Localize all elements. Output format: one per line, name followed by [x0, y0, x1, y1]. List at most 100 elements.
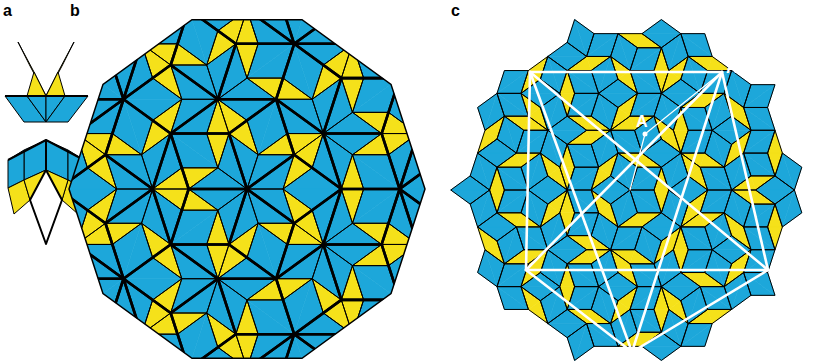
thin-rhombus	[36, 78, 65, 112]
tile-edge	[418, 134, 454, 155]
parent-tile-edge	[341, 300, 399, 334]
tile-edge	[400, 279, 429, 313]
tile-edge	[229, 0, 258, 10]
tile-edge	[418, 134, 447, 168]
tile-edge	[630, 190, 661, 213]
parent-tile-edge	[58, 155, 152, 189]
thin-rhombus	[76, 313, 112, 334]
tile-edge	[294, 134, 323, 168]
tile-edge	[744, 153, 775, 176]
fat-rhombus	[681, 227, 712, 250]
tile-edge	[171, 210, 218, 244]
tile-edge	[47, 44, 76, 99]
tile-edge	[142, 44, 171, 78]
tile-edge	[47, 334, 105, 355]
parent-tile-edge	[171, 0, 247, 10]
tile-edge	[560, 144, 575, 167]
tile-edge	[681, 56, 700, 93]
tile-edge	[630, 71, 661, 94]
fat-rhombus	[47, 44, 76, 99]
tile-edge	[567, 71, 598, 94]
tile-edge	[352, 266, 399, 300]
tile-edge	[218, 78, 276, 99]
tile-edge	[47, 99, 76, 133]
tile-edge	[599, 93, 638, 107]
thin-rhombus	[47, 99, 76, 133]
tile-edge	[283, 168, 341, 189]
fat-rhombus	[389, 313, 447, 334]
tile-edge	[587, 56, 611, 70]
tile-edge	[681, 34, 712, 57]
fat-rhombus	[312, 0, 341, 10]
parent-tile-edge	[341, 44, 399, 78]
thin-rhombus	[618, 264, 637, 287]
tile-edge	[58, 134, 87, 189]
thin-rhombus	[65, 65, 87, 99]
tile-edge	[341, 0, 363, 10]
thin-rhombus	[618, 93, 637, 116]
tile-edge	[18, 78, 47, 133]
tile-edge	[504, 116, 523, 153]
parent-tile-edge	[294, 0, 341, 44]
thin-rhombus	[65, 279, 87, 313]
tile-edge	[700, 273, 724, 287]
tile-edge	[521, 153, 540, 190]
tile-edge	[418, 244, 465, 278]
tile-edge	[567, 20, 586, 57]
fat-rhombus	[744, 107, 775, 130]
tile-edge	[567, 93, 598, 116]
fat-rhombus	[36, 279, 65, 334]
tile-edge	[591, 287, 610, 324]
tile-edge	[661, 287, 700, 301]
tile-edge	[521, 190, 540, 227]
tile-edge	[560, 264, 575, 287]
fat-rhombus	[76, 355, 123, 364]
tile-edge	[567, 264, 598, 287]
tile-edge	[218, 258, 276, 279]
tile-edge	[599, 56, 618, 93]
tile-edge	[341, 334, 363, 364]
tile-edge	[76, 355, 123, 364]
fat-rhombus	[218, 99, 276, 120]
tile-edge	[560, 71, 575, 94]
parent-tile-edge	[294, 334, 341, 364]
guide-line	[530, 72, 632, 352]
tile-edge	[548, 287, 567, 324]
tile-edge	[478, 93, 497, 130]
tile-edge	[142, 0, 171, 10]
tile-edge	[548, 324, 587, 338]
fat-rhombus	[18, 134, 76, 155]
tile-edge	[497, 167, 528, 190]
tile-edge	[171, 134, 218, 168]
fat-rhombus	[661, 79, 700, 93]
guide-line	[722, 72, 768, 270]
tile-edge	[247, 0, 276, 10]
tile-edge	[782, 190, 801, 227]
fat-rhombus	[400, 168, 458, 189]
tile-edge	[47, 313, 105, 334]
tile-edge	[218, 279, 276, 300]
tile-edge	[567, 250, 591, 264]
tile-edge	[744, 107, 775, 130]
thin-rhombus	[567, 250, 591, 264]
fat-rhombus	[681, 324, 712, 347]
guide-line	[526, 72, 722, 270]
tile-edge	[548, 56, 587, 70]
tile-edge	[567, 93, 598, 116]
parent-tile-edge	[171, 99, 229, 133]
tile-edge	[497, 227, 516, 264]
guide-line	[526, 72, 530, 270]
tile-edge	[732, 190, 751, 227]
parent-tile-edge	[171, 10, 218, 100]
tile-edge	[112, 0, 141, 44]
tile-edge	[497, 167, 528, 190]
tile-edge	[504, 116, 528, 130]
fat-rhombus	[700, 190, 731, 213]
thin-rhombus	[236, 300, 258, 334]
guide-line	[526, 270, 632, 352]
tile-edge	[744, 85, 775, 108]
tile-edge	[497, 264, 528, 287]
point-label: A'	[726, 60, 741, 76]
tile-edge	[418, 279, 447, 334]
parent-tile-edge	[124, 189, 171, 279]
